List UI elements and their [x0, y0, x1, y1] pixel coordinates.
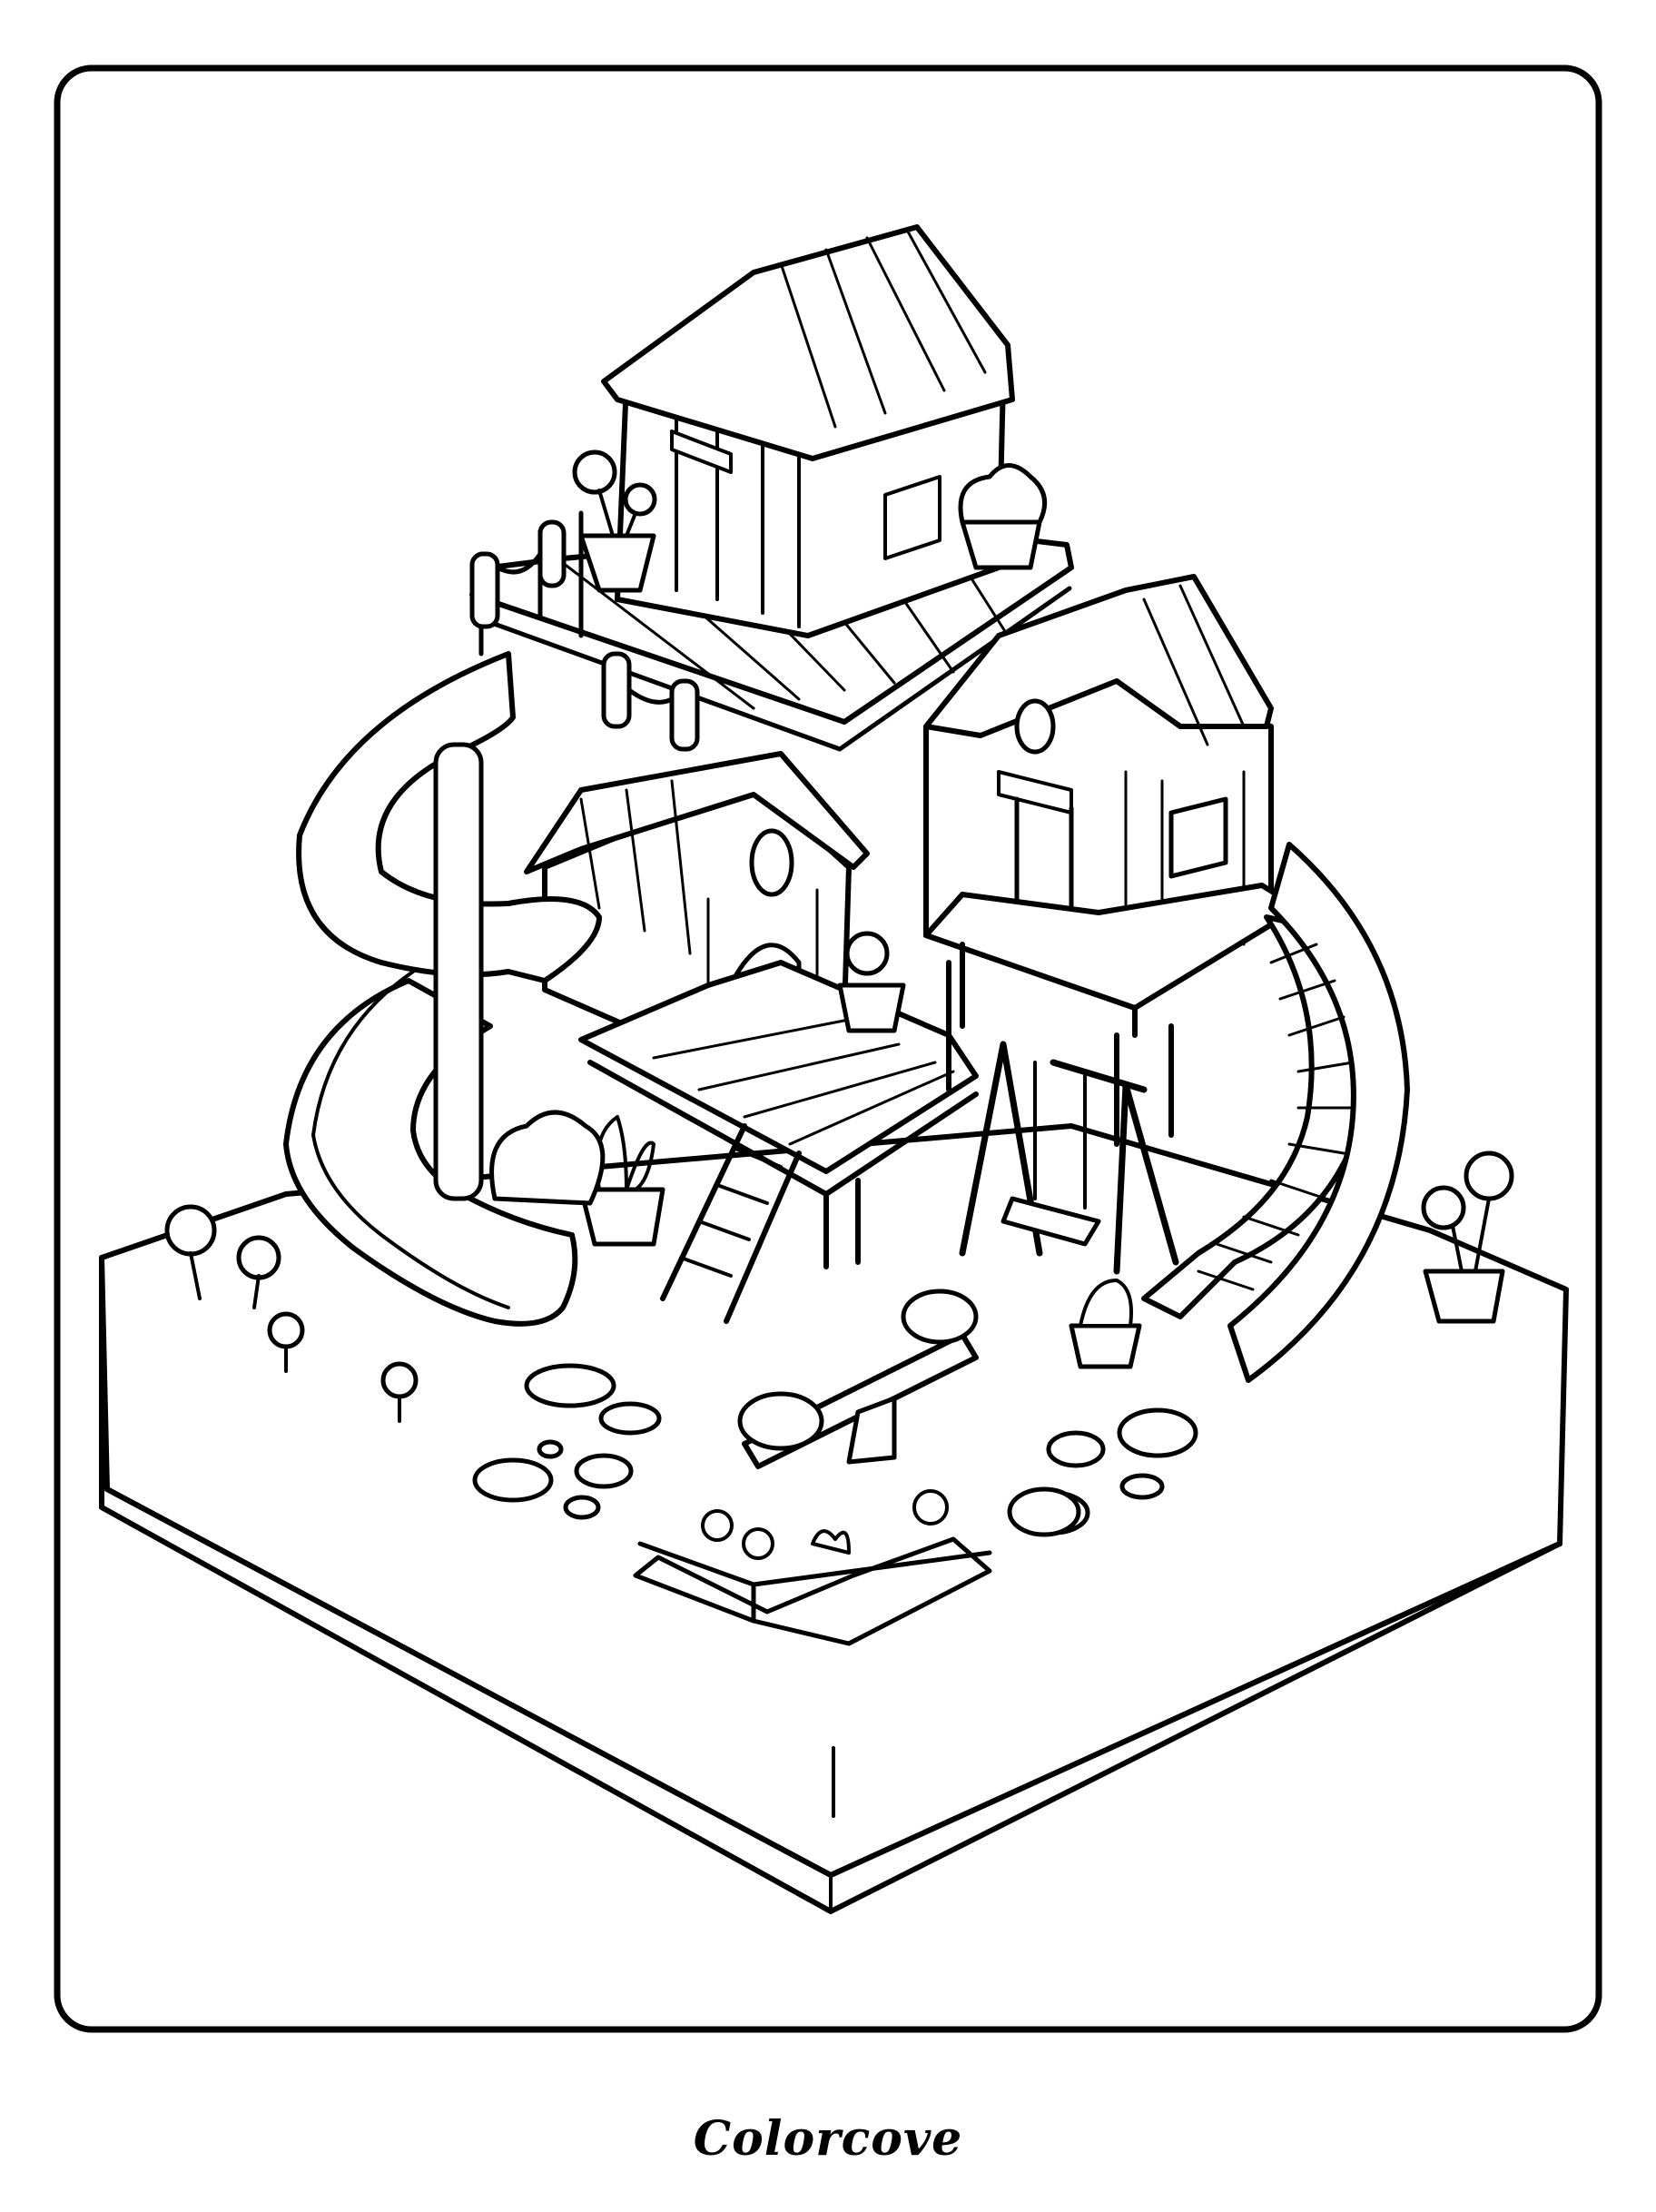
ground-flowers [167, 1207, 416, 1421]
spiral-slide [286, 654, 599, 1324]
potted-flower-top [575, 452, 655, 590]
page-frame [57, 68, 1599, 2029]
seesaw [740, 1291, 976, 1466]
shrub [492, 1112, 603, 1203]
potted-bush-top [961, 466, 1045, 568]
potted-flower-right [1424, 1153, 1512, 1321]
flower-planter [636, 1491, 990, 1644]
spiral-staircase [1144, 844, 1407, 1380]
swing-set [962, 1044, 1176, 1271]
brand-logo-text: Colorcove [693, 2111, 963, 2167]
rope-ladder [663, 1126, 799, 1321]
potted-plant-swing [1071, 1280, 1139, 1367]
potted-plant-left [581, 1117, 663, 1244]
right-house [926, 577, 1298, 1144]
rock [1010, 1489, 1079, 1535]
potted-flower-middle [840, 933, 903, 1031]
stepping-stones [475, 1366, 1196, 1533]
